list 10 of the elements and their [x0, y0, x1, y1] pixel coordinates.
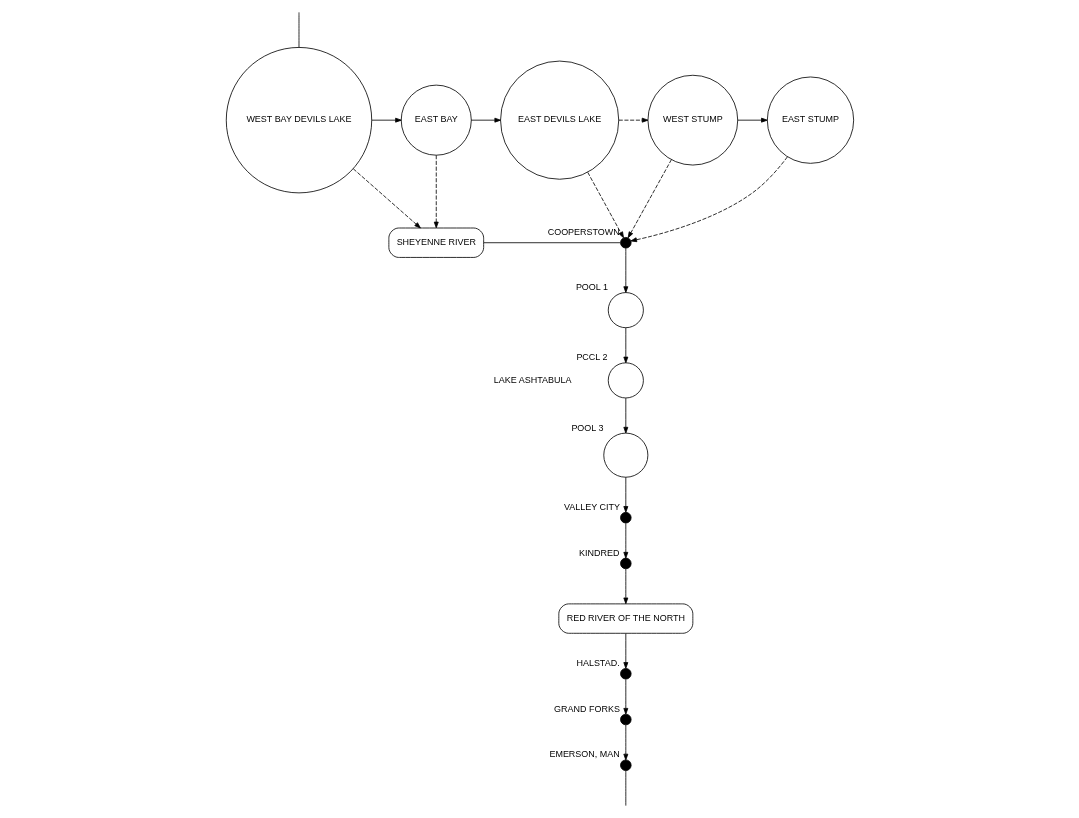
- node-label: COOPERSTOWN: [547, 226, 620, 237]
- node-label: POOL 3: [570, 422, 603, 433]
- node-label: GRAND FORKS: [553, 703, 620, 714]
- node-label: VALLEY CITY: [563, 501, 620, 512]
- node-label: EMERSON, MAN: [548, 749, 620, 760]
- node-label: PCCL 2: [575, 352, 607, 363]
- node-label: HALSTAD.: [575, 657, 620, 668]
- node-label: KINDRED: [578, 547, 619, 558]
- node-label: POOL 1: [575, 281, 608, 292]
- label: LAKE ASHTABULA: [493, 374, 571, 385]
